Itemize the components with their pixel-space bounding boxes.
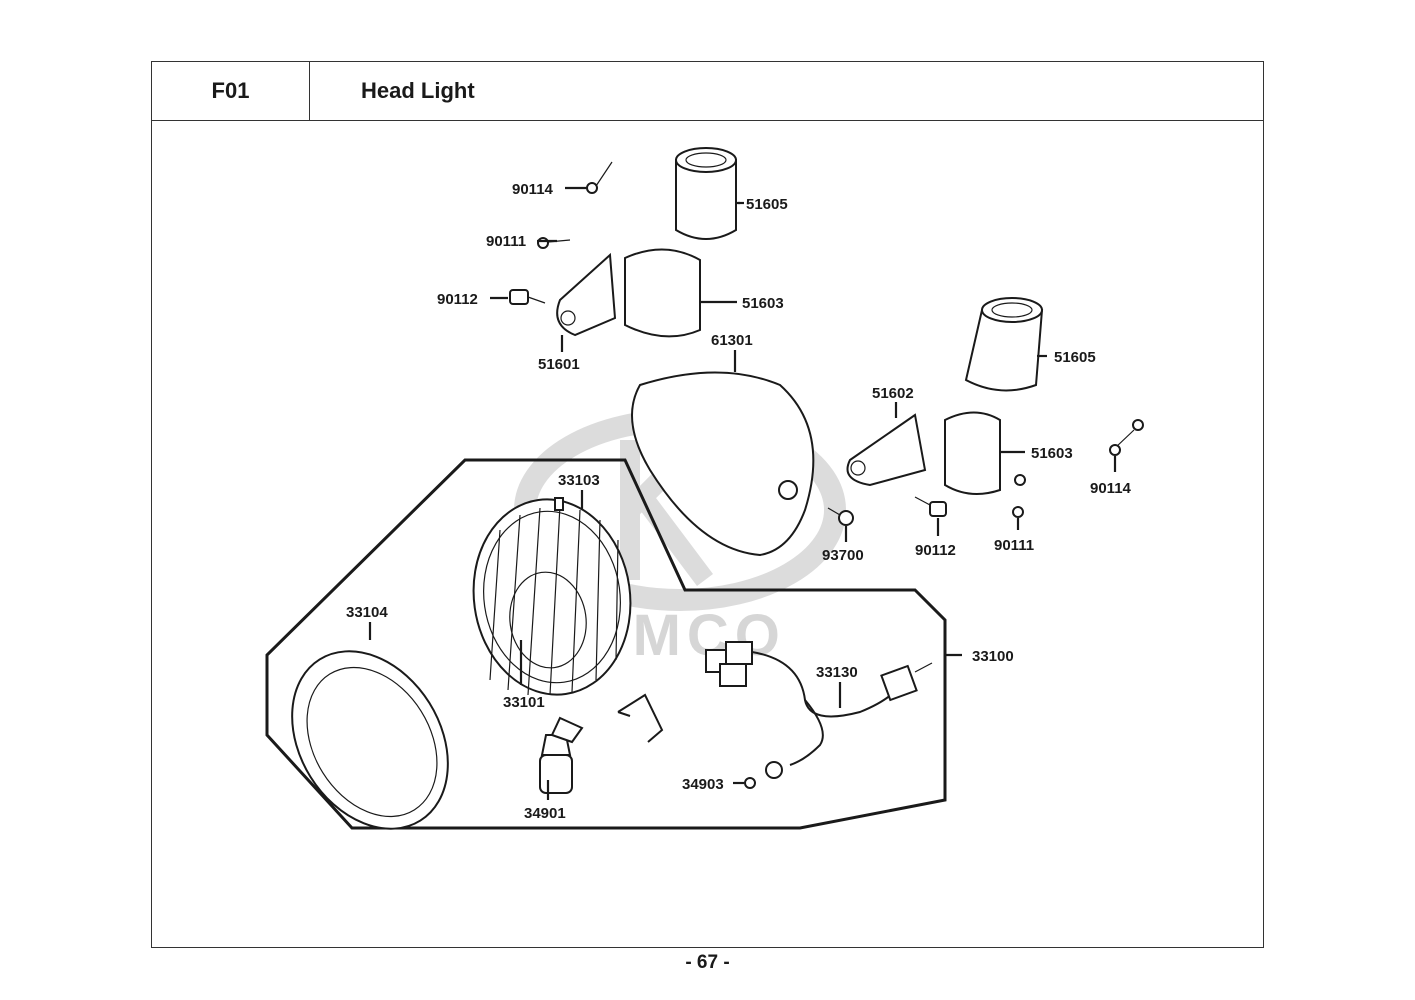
part-label-90111: 90111 xyxy=(486,233,526,250)
spring-clip xyxy=(617,693,664,743)
leader-lines xyxy=(368,186,1117,800)
part-label-33101: 33101 xyxy=(503,694,545,711)
wire-harness xyxy=(705,641,933,789)
assembly-outline xyxy=(265,458,947,830)
part-label-90114-right: 90114 xyxy=(1090,480,1132,497)
part-label-51603-right: 51603 xyxy=(1031,445,1073,462)
headlight-bulb xyxy=(539,716,584,794)
page-number: - 67 - xyxy=(685,952,730,973)
part-label-33100: 33100 xyxy=(972,648,1014,665)
screws-right xyxy=(827,419,1144,526)
part-label-34901: 34901 xyxy=(524,805,566,822)
part-label-33130: 33130 xyxy=(816,664,858,681)
headlight-rim xyxy=(291,650,449,830)
diagram-frame xyxy=(151,121,1264,948)
section-title: Head Light xyxy=(309,61,1264,121)
headlight-lens-unit xyxy=(472,497,632,696)
part-label-34903: 34903 xyxy=(682,776,724,793)
rubber-sleeve-right xyxy=(964,297,1044,392)
bracket-right xyxy=(846,411,1001,495)
part-label-90114: 90114 xyxy=(512,181,554,198)
part-label-93700: 93700 xyxy=(822,547,864,564)
section-code: F01 xyxy=(151,61,309,121)
part-label-90112-right: 90112 xyxy=(915,542,956,559)
part-label-51605: 51605 xyxy=(746,196,788,213)
part-label-33104: 33104 xyxy=(346,604,388,621)
rubber-sleeve-upper xyxy=(675,147,737,240)
part-label-61301: 61301 xyxy=(711,332,753,349)
part-label-33103: 33103 xyxy=(558,472,600,489)
part-label-51603: 51603 xyxy=(742,295,784,312)
headlight-housing xyxy=(631,371,815,557)
part-label-90112: 90112 xyxy=(437,291,478,308)
part-label-51601: 51601 xyxy=(538,356,580,373)
bracket-left xyxy=(556,248,701,338)
part-label-51602: 51602 xyxy=(872,385,914,402)
part-label-51605-right: 51605 xyxy=(1054,349,1096,366)
part-number-labels: 90114 51605 90111 90112 51603 51601 6130… xyxy=(346,181,1132,822)
part-label-90111-right: 90111 xyxy=(994,537,1034,554)
